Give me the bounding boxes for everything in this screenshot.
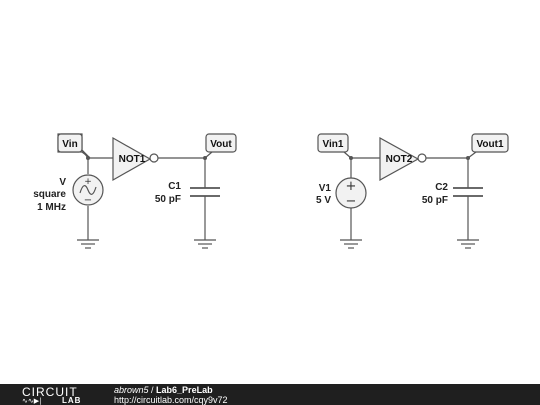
source-name-v1: V1 <box>319 183 332 194</box>
ground-symbol <box>194 239 216 249</box>
output-label-vout: Vout <box>210 139 232 150</box>
cap-value-c1: 50 pF <box>155 194 181 205</box>
cap-name-c2: C2 <box>435 182 448 193</box>
source-name-v: V <box>59 177 66 188</box>
output-flag-vout1[interactable]: Vout1 <box>467 133 509 159</box>
input-flag-vin1[interactable]: Vin1 <box>317 133 352 159</box>
input-label-vin1: Vin1 <box>323 139 344 150</box>
output-label-vout1: Vout1 <box>476 139 503 150</box>
voltage-source-dc[interactable]: + − <box>335 177 367 209</box>
junction-dot <box>349 156 353 160</box>
project-url[interactable]: http://circuitlab.com/cqy9v72 <box>114 395 228 405</box>
credits: abrown5 / Lab6_PreLab http://circuitlab.… <box>114 385 228 405</box>
output-flag-vout[interactable]: Vout <box>204 133 237 159</box>
junction-dot <box>86 156 90 160</box>
svg-text:−: − <box>346 194 357 209</box>
ground-symbol <box>340 239 362 249</box>
ground-symbol <box>77 239 99 249</box>
author-name[interactable]: abrown5 <box>114 385 149 395</box>
path-separator: / <box>148 385 157 395</box>
schematic-canvas: Vin + − V square 1 MHz NOT1 <box>33 133 509 249</box>
capacitor-c1[interactable] <box>190 187 220 197</box>
source-frequency: 1 MHz <box>37 202 66 213</box>
resistor-diode-icon: ∿∿▶| <box>22 397 42 405</box>
capacitor-c2[interactable] <box>453 187 483 197</box>
cap-name-c1: C1 <box>168 181 181 192</box>
circuitlab-logo[interactable]: CIRCUIT ∿∿▶| LAB <box>22 385 102 405</box>
project-name[interactable]: Lab6_PreLab <box>156 385 213 395</box>
svg-text:+: + <box>346 179 357 194</box>
logo-text-bottom: LAB <box>62 396 82 405</box>
input-flag-vin[interactable]: Vin <box>57 133 91 159</box>
ground-symbol <box>457 239 479 249</box>
logo-text-top: CIRCUIT <box>22 385 78 399</box>
circuit-right: Vin1 + − V1 5 V NOT2 Vou <box>316 133 509 249</box>
not-gate-2[interactable]: NOT2 <box>379 136 427 182</box>
source-voltage: 5 V <box>316 195 331 206</box>
gate-label-not2: NOT2 <box>386 154 413 165</box>
circuit-left: Vin + − V square 1 MHz NOT1 <box>33 133 237 249</box>
source-type: square <box>33 189 66 200</box>
gate-label-not1: NOT1 <box>119 154 146 165</box>
footer-bar: CIRCUIT ∿∿▶| LAB abrown5 / Lab6_PreLab h… <box>0 384 540 405</box>
input-label-vin: Vin <box>62 139 77 150</box>
voltage-source-square[interactable]: + − <box>72 174 104 206</box>
svg-text:+: + <box>84 177 92 187</box>
not-gate-1[interactable]: NOT1 <box>112 136 159 182</box>
svg-text:−: − <box>84 195 92 206</box>
cap-value-c2: 50 pF <box>422 195 448 206</box>
